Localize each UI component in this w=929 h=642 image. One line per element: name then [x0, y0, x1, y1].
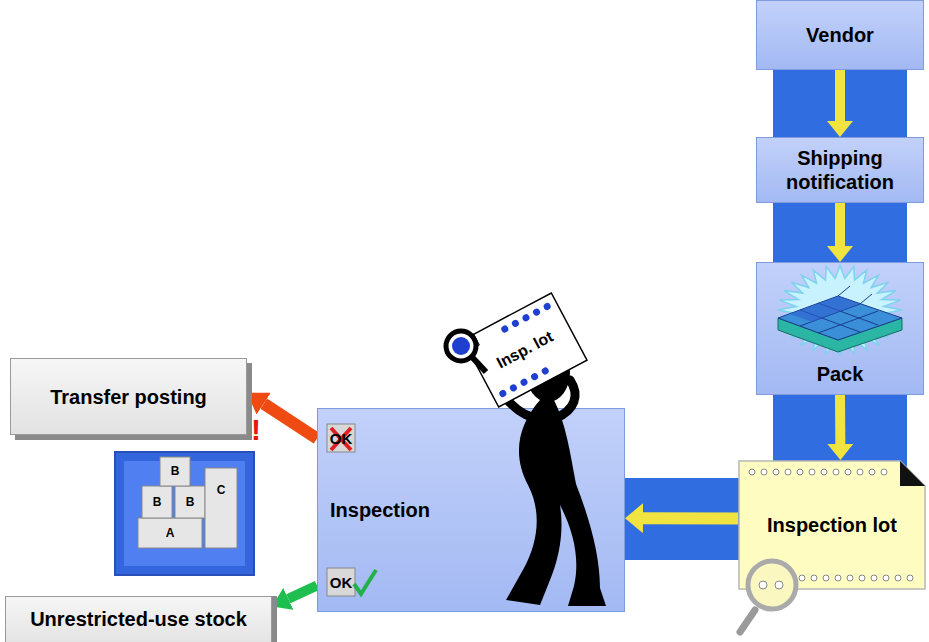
- flow-arrow: [835, 395, 845, 444]
- flow-arrow: [264, 404, 317, 439]
- node-label: Inspection lot: [767, 513, 897, 537]
- dot: [761, 469, 767, 475]
- document-shape: Inspection lot: [738, 460, 926, 590]
- dot: [847, 575, 853, 581]
- dot: [869, 469, 875, 475]
- dot: [787, 575, 793, 581]
- dot: [749, 469, 755, 475]
- document-body: [739, 461, 925, 589]
- warning-mark: !: [251, 415, 261, 445]
- stock-letter: B: [186, 496, 195, 508]
- flow-arrow: [288, 585, 317, 598]
- process-box: Inspection: [317, 408, 625, 612]
- flow-arrow: [835, 70, 845, 121]
- status-label: OK: [330, 575, 353, 590]
- document-label: Insp. lot: [494, 329, 556, 372]
- dot: [773, 469, 779, 475]
- stock-letter: B: [171, 465, 180, 477]
- dot: [859, 575, 865, 581]
- reject-icon: [327, 424, 355, 452]
- node-label: Inspection: [330, 498, 430, 522]
- dot: [833, 469, 839, 475]
- dot: [823, 575, 829, 581]
- dot: [821, 469, 827, 475]
- node-label: Transfer posting: [50, 385, 207, 409]
- node-label: Shipping notification: [763, 146, 917, 194]
- process-box: Pack: [756, 262, 924, 395]
- accept-icon: [327, 568, 376, 596]
- flow-band: [773, 0, 907, 470]
- dot: [835, 575, 841, 581]
- flow-band: [620, 478, 744, 560]
- process-box: Shipping notification: [756, 137, 924, 203]
- stock-icon: [115, 452, 254, 575]
- dot: [845, 469, 851, 475]
- magnifier-icon: [740, 561, 796, 632]
- dot: [883, 575, 889, 581]
- status-label: OK: [330, 431, 353, 446]
- node-label: Vendor: [806, 23, 874, 47]
- stock-letter: A: [166, 527, 175, 539]
- inspector-figure: [446, 293, 606, 606]
- dot: [881, 469, 887, 475]
- target-box: Unrestricted-use stock: [5, 596, 272, 642]
- node-label: Unrestricted-use stock: [30, 607, 247, 631]
- target-box: Transfer posting: [10, 358, 247, 435]
- node-label: Pack: [817, 362, 864, 386]
- stock-letter: B: [153, 496, 162, 508]
- flow-arrow: [835, 203, 845, 246]
- dot: [785, 469, 791, 475]
- dot: [895, 575, 901, 581]
- dot: [871, 575, 877, 581]
- pack-illustration: [778, 265, 902, 354]
- dot: [809, 469, 815, 475]
- process-box: Vendor: [756, 0, 924, 70]
- dot: [797, 469, 803, 475]
- dot: [811, 575, 817, 581]
- folded-corner: [900, 461, 925, 486]
- stock-letter: C: [217, 484, 226, 496]
- dot: [857, 469, 863, 475]
- dot: [907, 575, 913, 581]
- dot: [799, 575, 805, 581]
- flow-arrow: [643, 512, 738, 524]
